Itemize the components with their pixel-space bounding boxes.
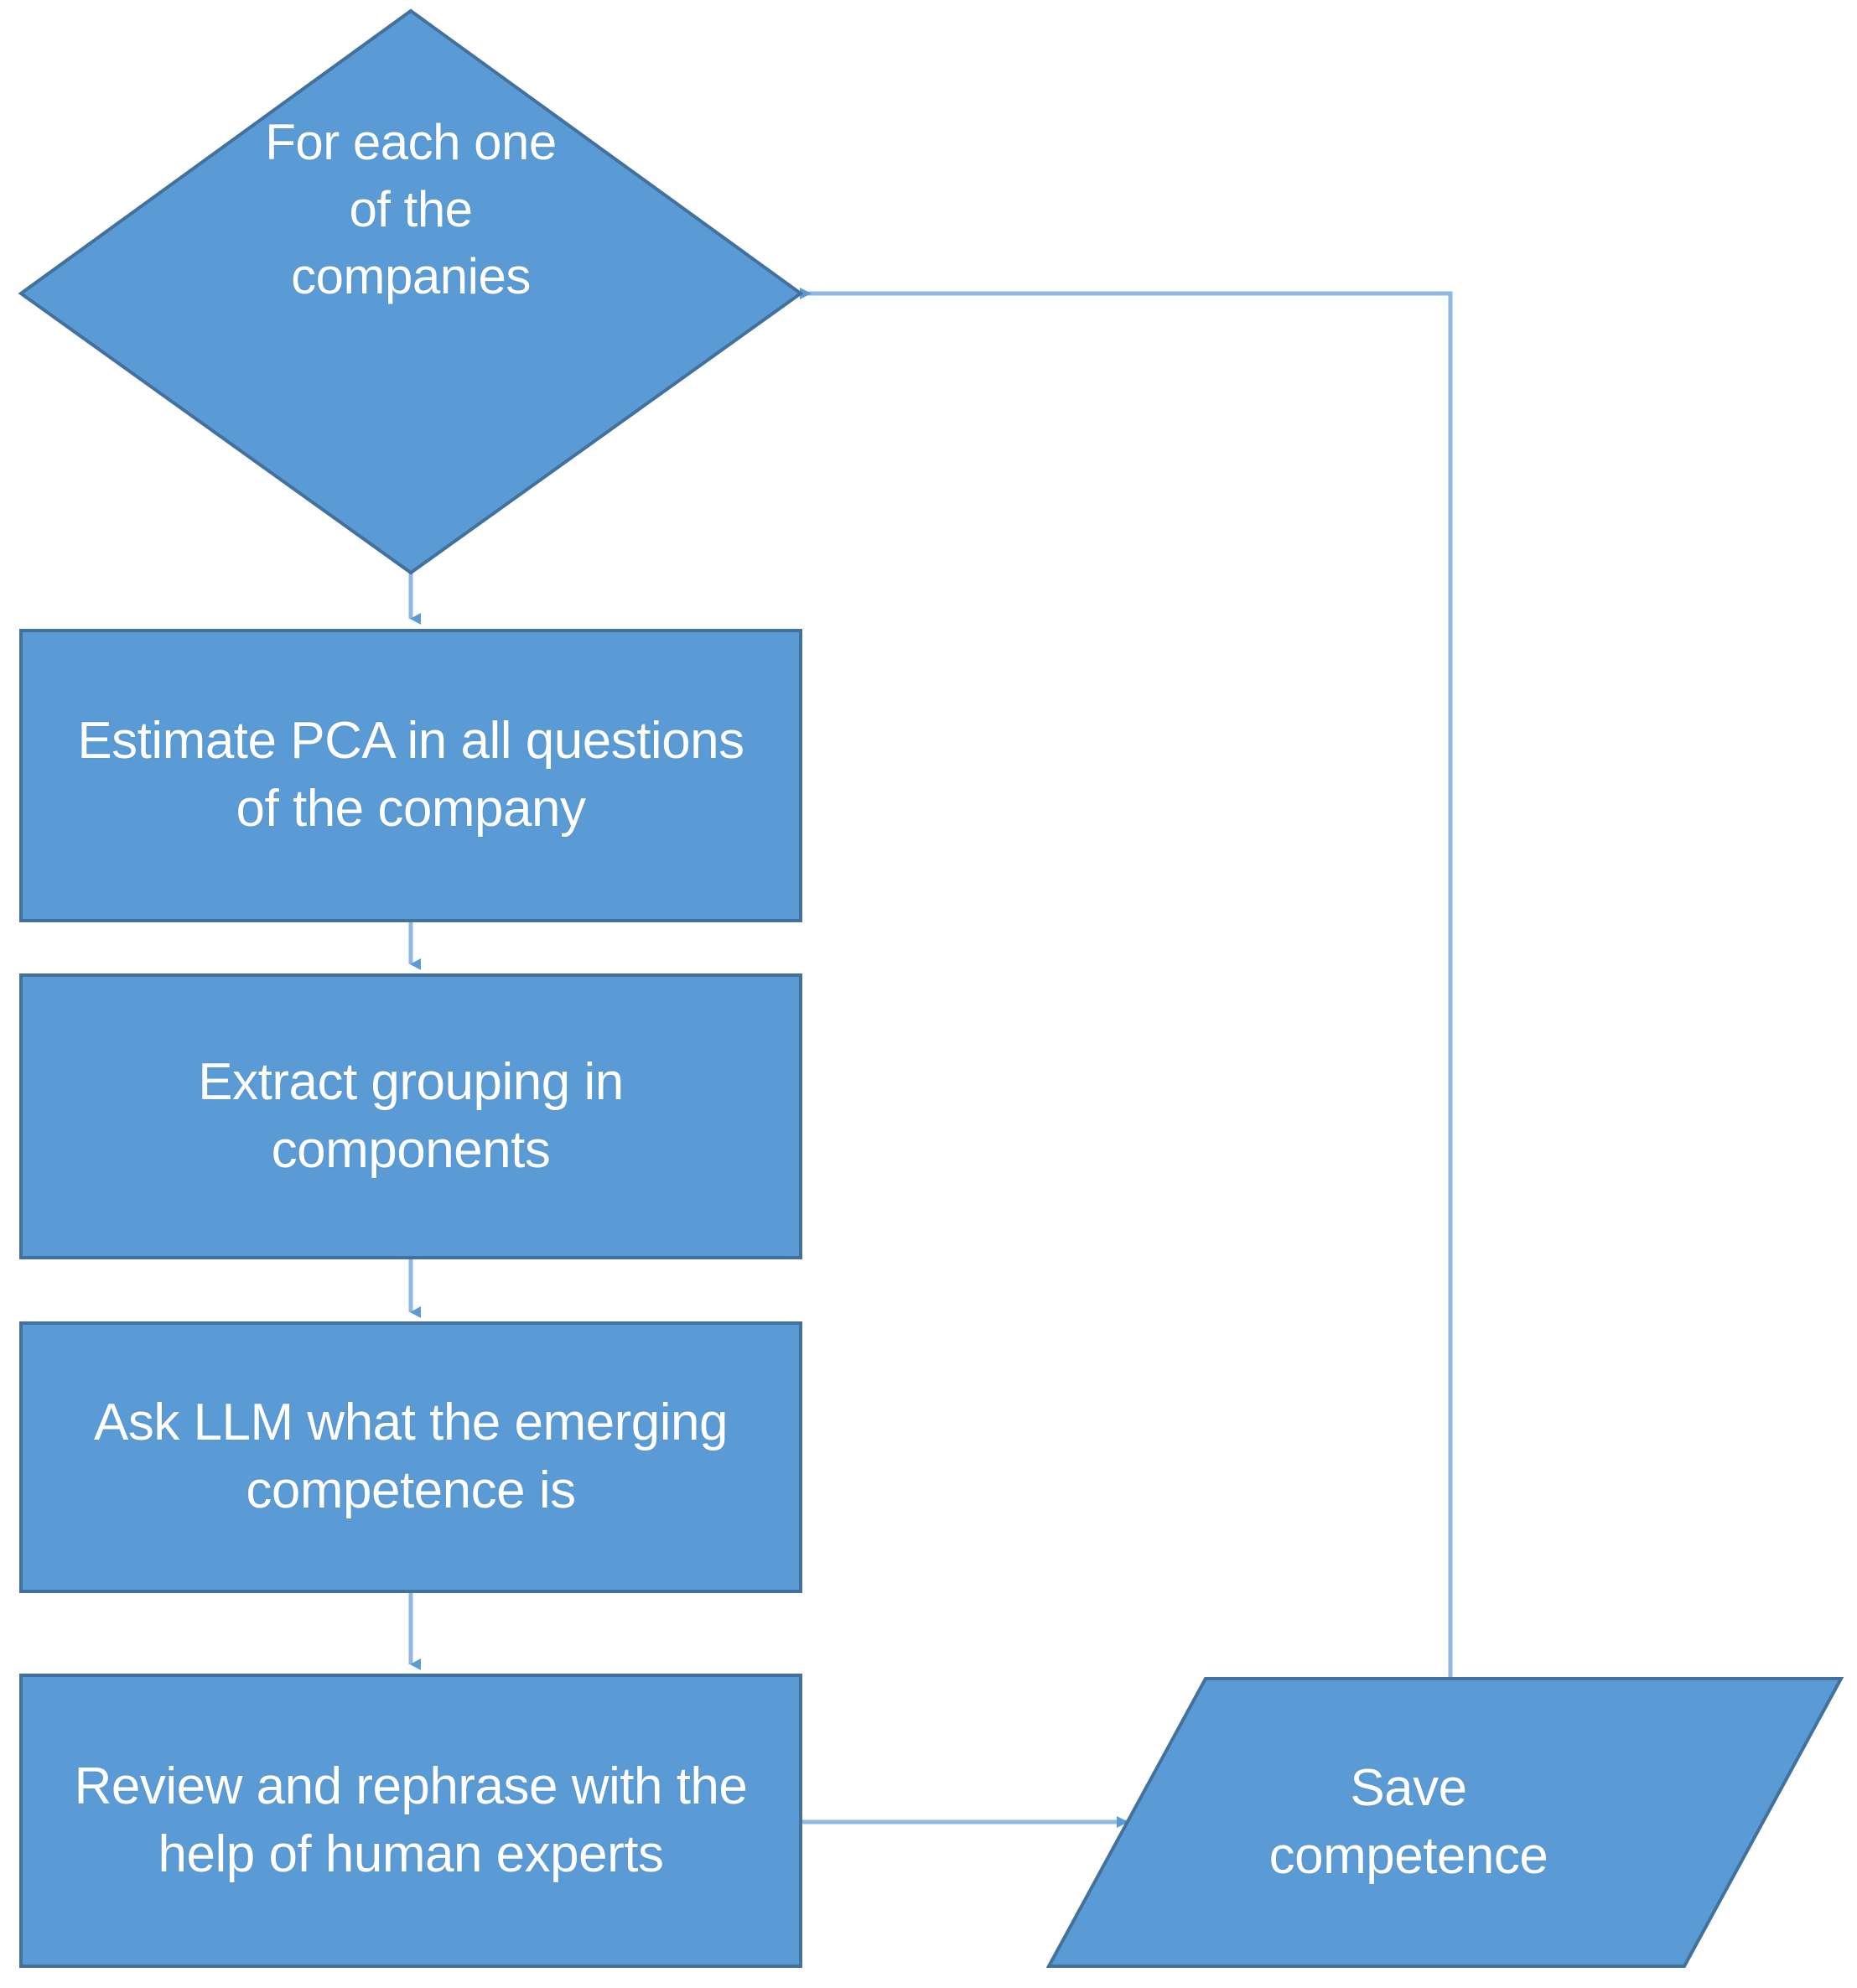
decision-diamond-shape[interactable] xyxy=(18,8,804,575)
connector-save-to-decision-loop xyxy=(800,288,1453,1679)
process-box-askllm-shape[interactable] xyxy=(19,1321,802,1593)
process-box-grouping-shape[interactable] xyxy=(19,973,802,1259)
data-parallelogram-save-shape[interactable] xyxy=(1045,1677,1844,1968)
process-box-review-shape[interactable] xyxy=(19,1674,802,1968)
process-box-pca-shape[interactable] xyxy=(19,629,802,922)
